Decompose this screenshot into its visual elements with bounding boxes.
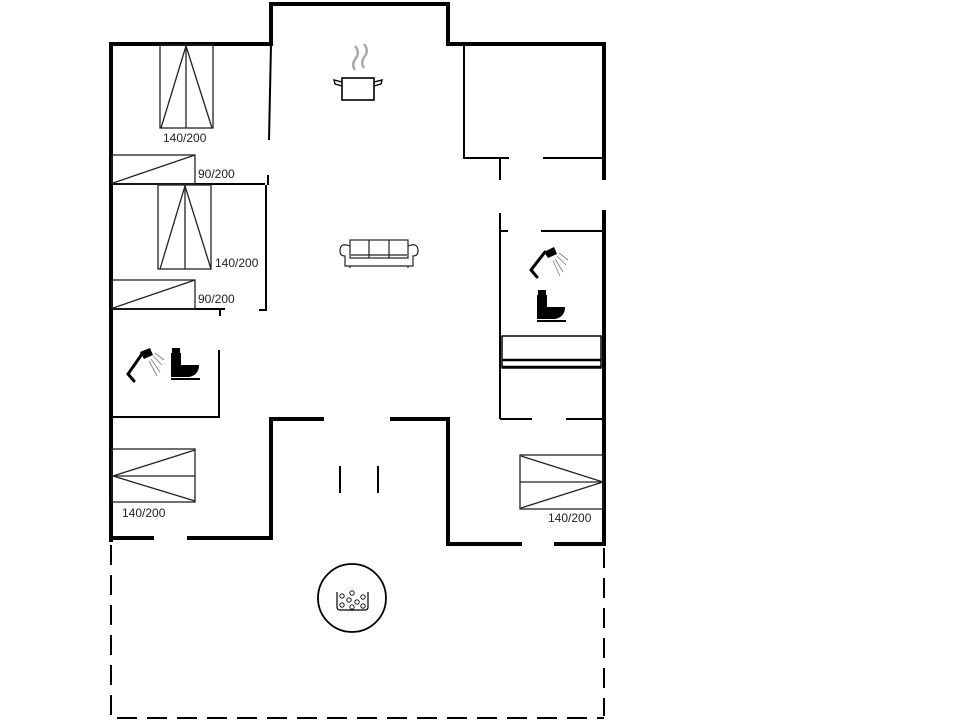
bed-size-label: 90/200 [198, 292, 235, 306]
terrace-outline [110, 545, 605, 719]
toilet-icon [171, 348, 200, 380]
bed-size-label: 140/200 [215, 256, 259, 270]
bed-size-label: 90/200 [198, 167, 235, 181]
bed-3 [157, 183, 212, 270]
outer-walls [109, 2, 606, 546]
bed-2 [111, 154, 196, 185]
bathtub [501, 335, 602, 369]
bed-size-label: 140/200 [163, 131, 207, 145]
sofa-icon [339, 239, 419, 268]
shower-icon [529, 247, 569, 279]
shower-icon [126, 348, 165, 383]
bed-4 [111, 279, 196, 310]
bed-6 [519, 454, 606, 510]
bed-size-label: 140/200 [122, 506, 166, 520]
interior-walls [111, 43, 604, 493]
toilet-icon [537, 290, 566, 322]
hot-tub-icon [317, 563, 387, 633]
bed-1 [159, 43, 214, 129]
bed-5 [110, 448, 196, 503]
cooking-pot-icon [333, 43, 383, 101]
bed-size-label: 140/200 [548, 511, 592, 525]
